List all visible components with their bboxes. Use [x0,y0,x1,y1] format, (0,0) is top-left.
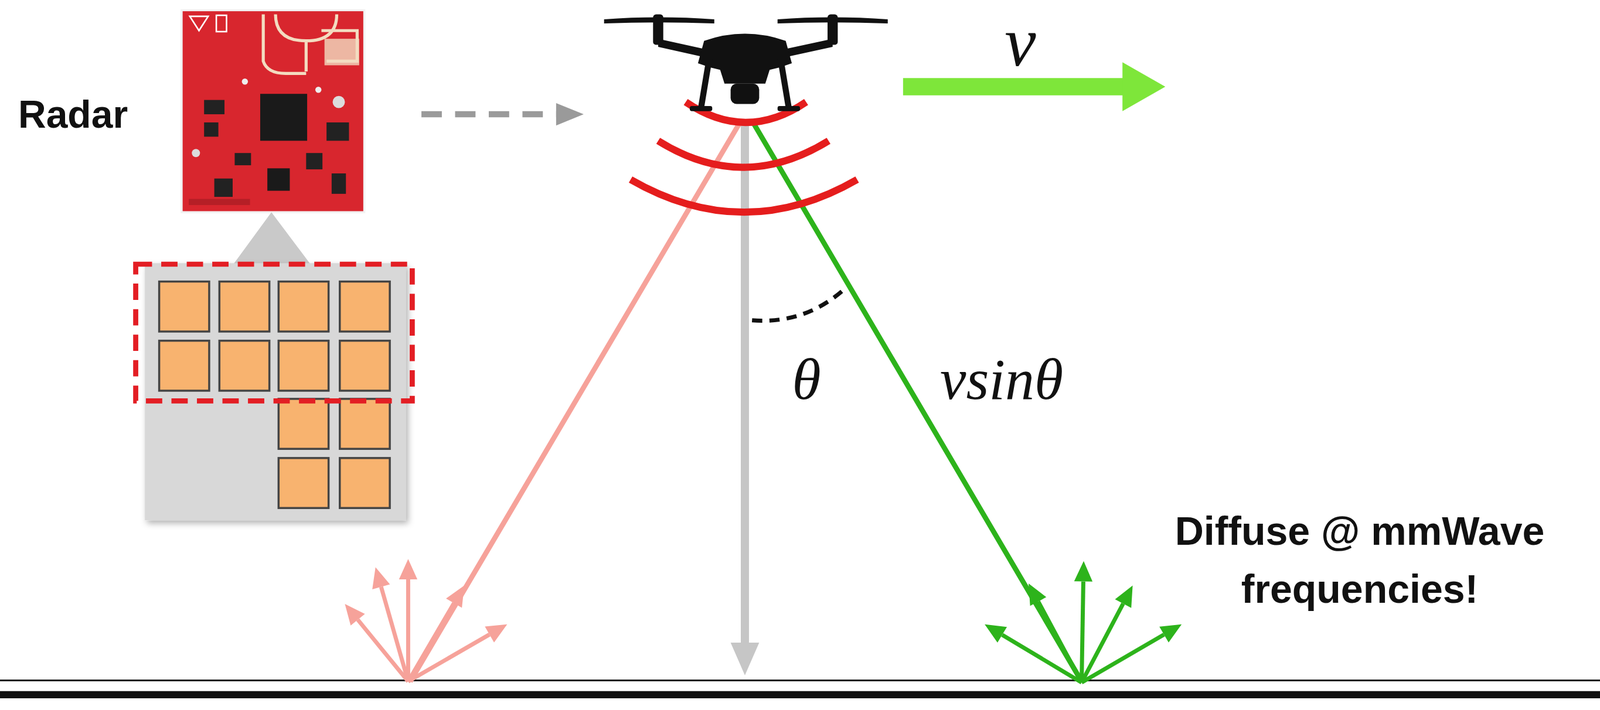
antenna-inset [135,212,413,521]
arrow-head [1115,586,1133,609]
scatter-ray [1081,581,1084,683]
arrow-head [484,624,507,643]
dashed-arrow [421,103,584,126]
rays [410,122,1082,682]
scatter-ray [406,579,411,682]
arrow-head [399,559,418,580]
scatter-ray [407,634,490,682]
drone [604,14,888,111]
scatter-ray [1037,601,1082,683]
part-label: Radar [18,93,128,136]
scatter-ray [1081,634,1165,683]
arrow-head [1159,624,1182,643]
ground [0,681,1600,696]
arrow-head [344,604,365,626]
angle-arc [751,287,846,321]
angle-symbol: θ [791,347,821,413]
note: Diffuse @ mmWave frequencies! [1136,502,1583,618]
radar-board [181,9,365,213]
arrow-head [984,624,1007,643]
arrow-head [1028,583,1047,607]
scatter-ray [380,587,408,683]
arrow-head [372,567,390,590]
scatter-arrows [344,559,1182,683]
arrow-head [446,586,465,609]
arrow-head [1074,561,1093,582]
velocity-symbol: v [1004,3,1036,81]
radar-waves [630,101,858,213]
velocity-component: vsinθ [940,347,1064,413]
